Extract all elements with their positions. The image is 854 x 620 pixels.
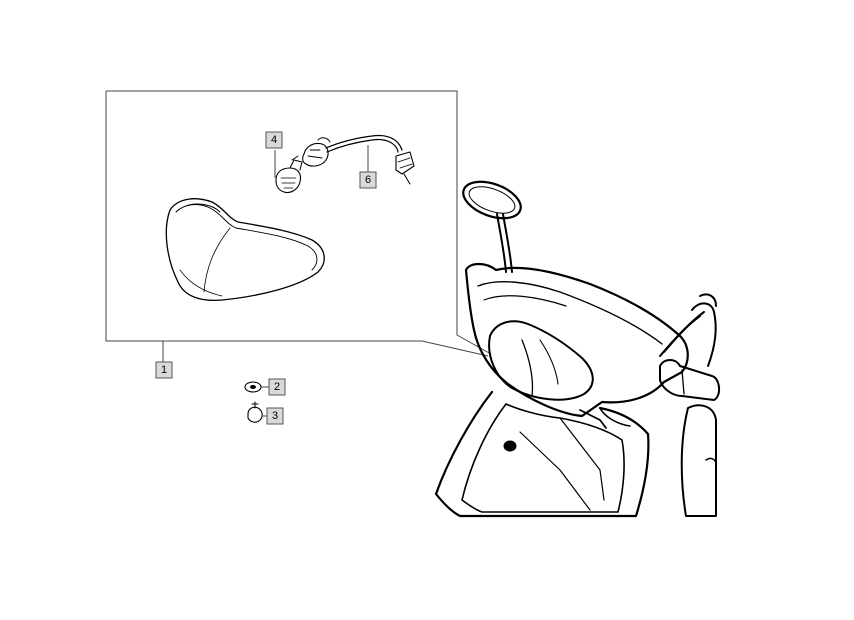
bulb <box>274 150 303 194</box>
callout-6: 6 <box>359 171 377 189</box>
callout-1-label: 1 <box>161 364 167 376</box>
callout-2: 2 <box>268 378 286 396</box>
callout-1: 1 <box>155 361 173 379</box>
callout-2-label: 2 <box>274 381 280 393</box>
socket-wire-harness <box>302 134 415 185</box>
callout-6-label: 6 <box>365 174 371 186</box>
headlight-lens <box>165 198 325 302</box>
callout-3-label: 3 <box>272 410 278 422</box>
assembly-frame <box>105 90 492 362</box>
callout-3: 3 <box>266 407 284 425</box>
screw <box>247 401 267 423</box>
callout-4: 4 <box>265 131 283 149</box>
callout-4-label: 4 <box>271 134 277 146</box>
scooter-front-illustration <box>434 180 720 518</box>
nut <box>244 381 269 393</box>
